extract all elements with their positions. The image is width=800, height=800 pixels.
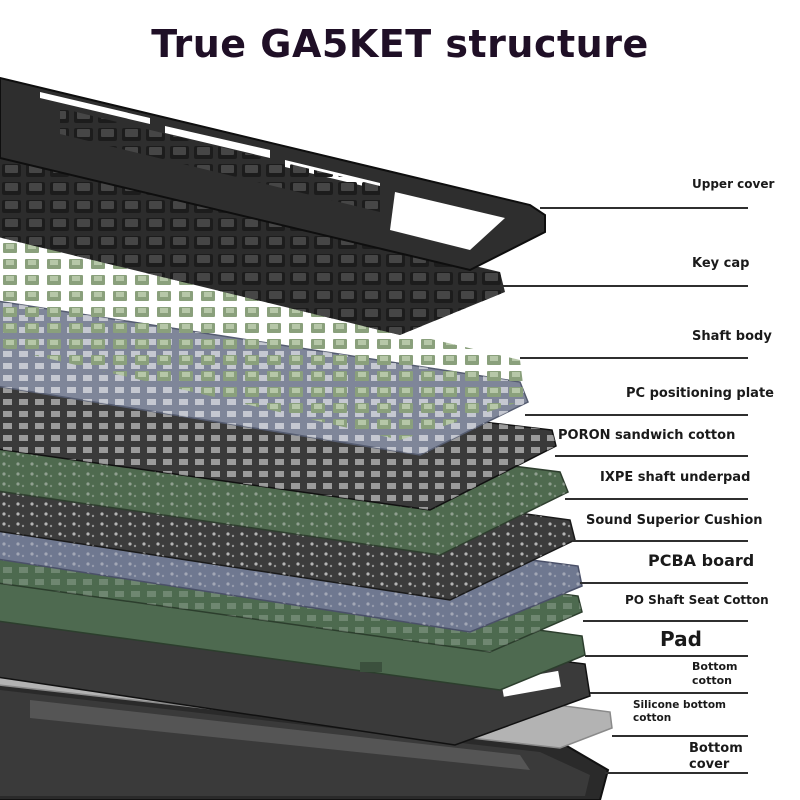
layer-upper-cover (0, 76, 546, 272)
leader-line-sound-superior-cushion (572, 540, 748, 542)
label-upper-cover: Upper cover (692, 177, 775, 191)
label-shaft-body: Shaft body (692, 329, 772, 344)
leader-line-upper-cover (540, 207, 748, 209)
leader-line-ixpe-shaft-underpad (565, 498, 748, 500)
label-pc-positioning-plate: PC positioning plate (626, 386, 774, 401)
label-pcba-board: PCBA board (648, 551, 755, 570)
leader-line-bottom-cotton (590, 692, 748, 694)
label-poron-sandwich-cotton: PORON sandwich cotton (558, 428, 736, 443)
label-bottom-cotton: Bottom cotton (692, 660, 738, 687)
layer-key-cap (0, 152, 505, 335)
label-key-cap: Key cap (692, 256, 750, 271)
leader-line-silicone-bottom-cotton (612, 735, 748, 737)
leader-line-key-cap (500, 285, 748, 287)
leader-line-pcba-board (580, 582, 748, 584)
leader-line-pc-positioning-plate (525, 414, 748, 416)
label-ixpe-shaft-underpad: IXPE shaft underpad (600, 470, 751, 485)
leader-line-poron-sandwich-cotton (555, 455, 748, 457)
label-pad: Pad (660, 627, 702, 651)
label-sound-superior-cushion: Sound Superior Cushion (586, 513, 763, 528)
diagram-title: True GA5KET structure (151, 22, 649, 66)
layer-shaft-body (0, 237, 525, 440)
label-bottom-cover: Bottom cover (689, 741, 743, 773)
layer-bottom-cover (0, 672, 610, 800)
leader-line-bottom-cover (605, 772, 748, 774)
leader-line-po-shaft-seat-cotton (583, 620, 748, 622)
leader-line-pad (585, 655, 748, 657)
label-silicone-bottom-cotton: Silicone bottom cotton (633, 699, 726, 725)
label-po-shaft-seat-cotton: PO Shaft Seat Cotton (625, 593, 769, 607)
leader-line-shaft-body (520, 357, 748, 359)
